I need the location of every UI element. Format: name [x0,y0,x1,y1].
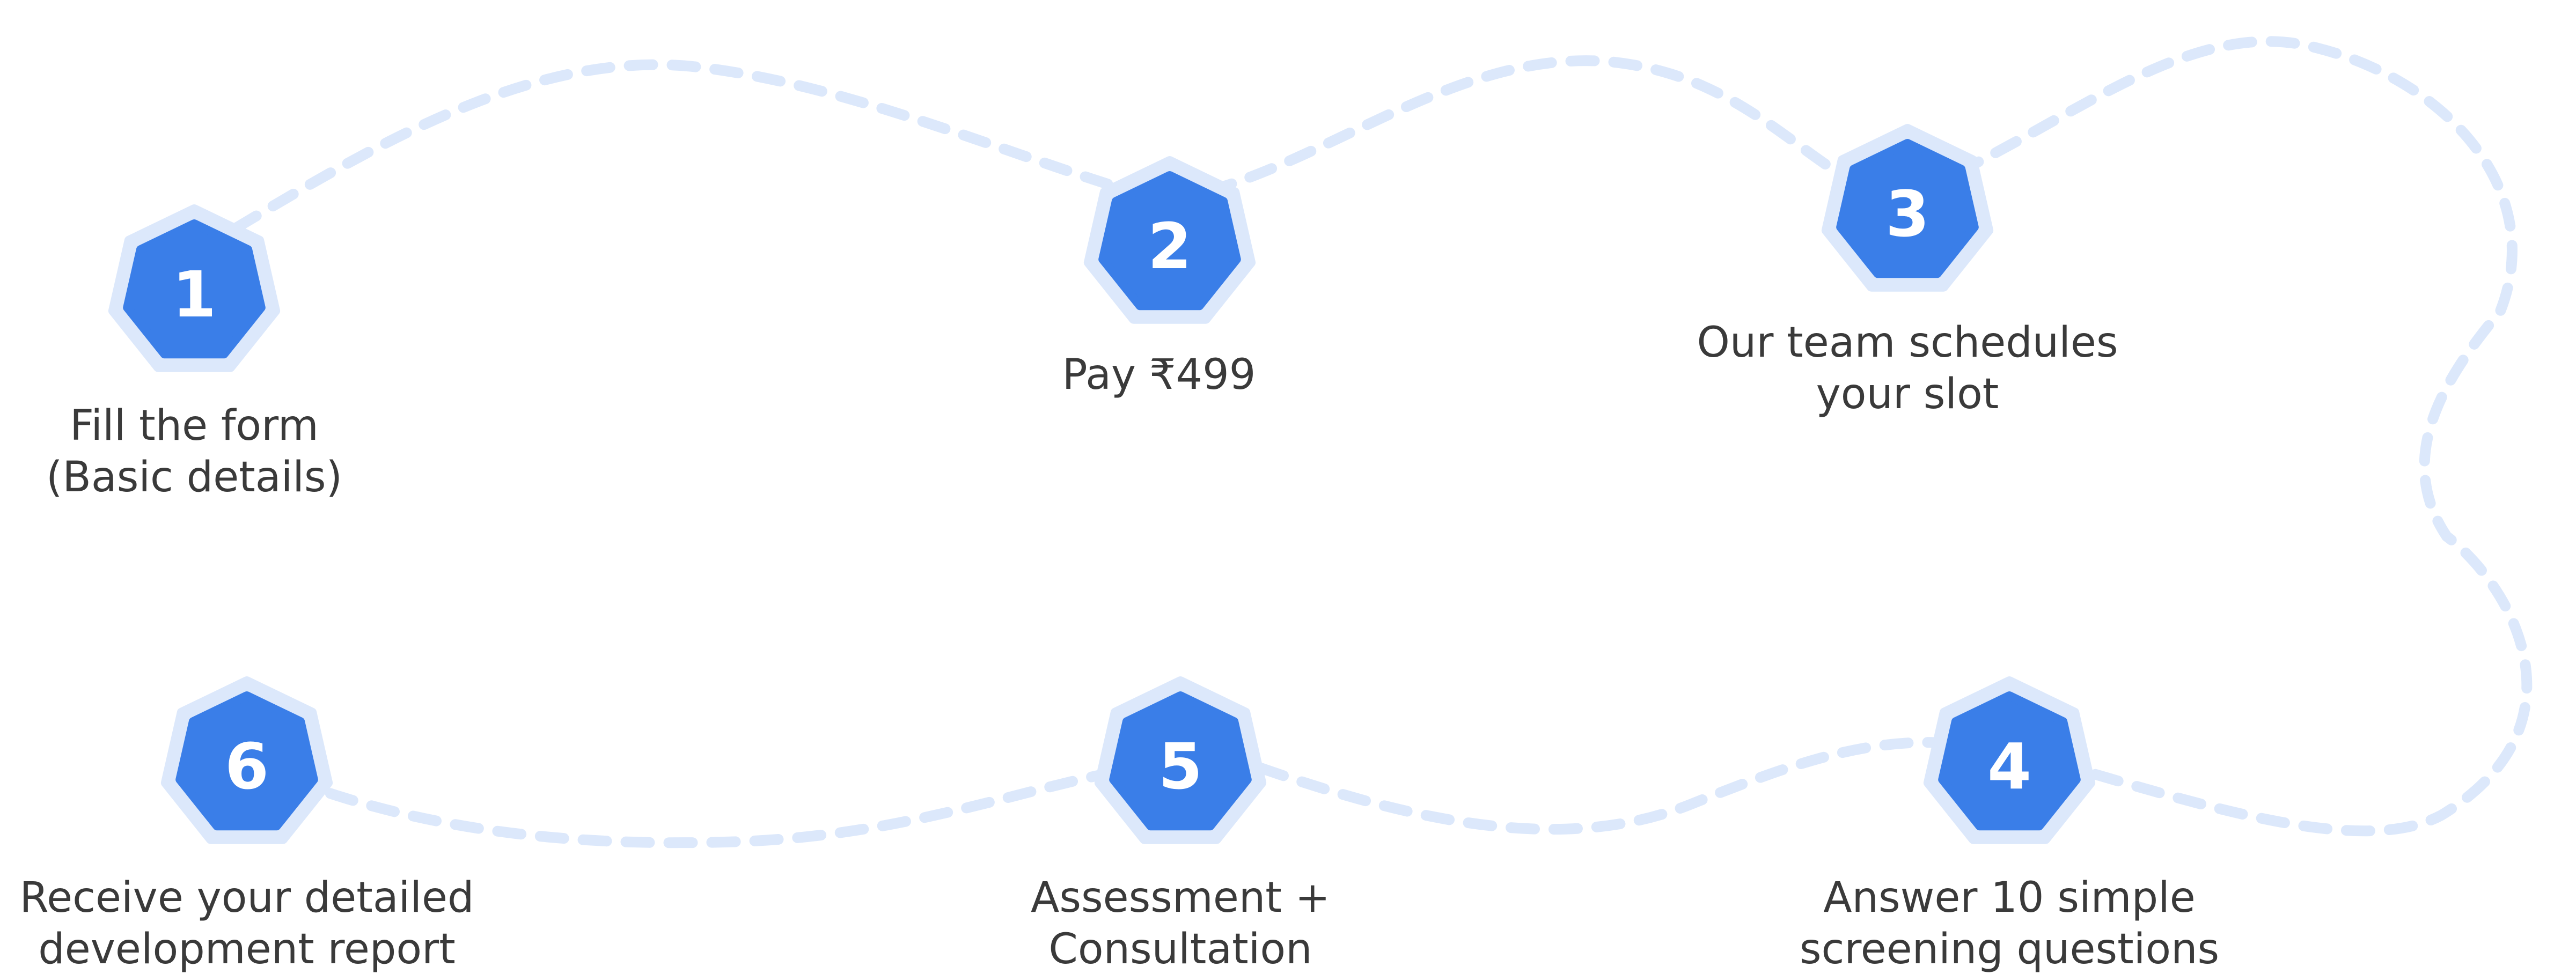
step-badge [1938,691,2081,831]
step-label-line: your slot [1816,370,1999,418]
step-badge [1836,139,1979,278]
step-label-line: Our team schedules [1697,319,2118,367]
step-number: 3 [1885,177,1929,251]
step-badge [1109,691,1252,831]
step-badge [123,219,266,359]
step-number: 6 [225,729,269,803]
step-label-line: Fill the form [70,402,319,450]
step-label-line: Pay ₹499 [1062,351,1256,399]
step-label-line: screening questions [1800,925,2219,973]
step-number: 4 [1987,729,2031,803]
step-label-line: Answer 10 simple [1823,874,2196,922]
step-label-line: Consultation [1048,925,1312,973]
step-badge [175,691,318,831]
step-number: 1 [172,257,216,331]
step-label-line: Assessment + [1031,874,1330,922]
dashed-connector-path [231,36,2533,848]
step-label-line: (Basic details) [46,453,342,501]
step-label-line: Receive your detailed [19,874,474,922]
step-number: 5 [1158,729,1202,803]
step-badge [1098,171,1241,311]
step-number: 2 [1148,209,1192,283]
step-label-line: development report [38,925,456,973]
